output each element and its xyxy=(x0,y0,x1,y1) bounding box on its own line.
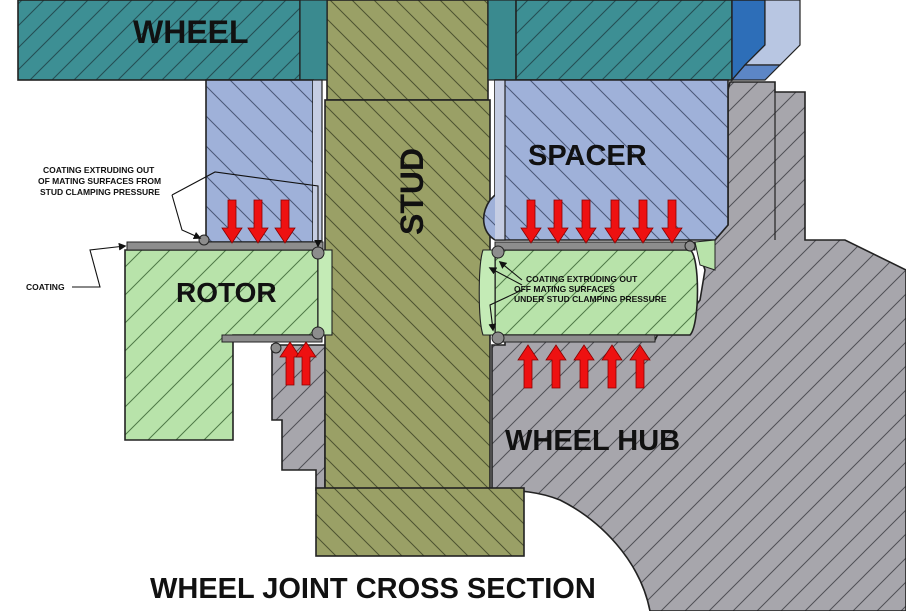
arrow-up xyxy=(601,344,623,389)
svg-text:COATING EXTRUDING OUT: COATING EXTRUDING OUT xyxy=(526,274,638,284)
svg-text:STUD CLAMPING PRESSURE: STUD CLAMPING PRESSURE xyxy=(40,187,160,197)
note-right: COATING EXTRUDING OUT OFF MATING SURFACE… xyxy=(514,274,667,304)
arrow-down xyxy=(632,199,654,244)
wheel-hub xyxy=(271,81,906,611)
note-left: COATING EXTRUDING OUT OF MATING SURFACES… xyxy=(38,165,161,197)
rotor xyxy=(124,249,699,441)
arrow-down xyxy=(274,199,296,244)
wheel xyxy=(17,0,801,82)
spacer-right xyxy=(482,79,729,241)
clamping-arrows xyxy=(221,199,683,389)
svg-text:OF MATING SURFACES FROM: OF MATING SURFACES FROM xyxy=(38,176,161,186)
wheel-hub-label: WHEEL HUB xyxy=(505,425,680,457)
arrow-down xyxy=(221,199,243,244)
rotor-label: ROTOR xyxy=(176,277,277,308)
arrow-down xyxy=(247,199,269,244)
stud-label: STUD xyxy=(394,148,430,235)
leader-lines xyxy=(72,171,523,332)
stud xyxy=(315,0,525,557)
svg-text:OFF MATING SURFACES: OFF MATING SURFACES xyxy=(514,284,615,294)
arrow-up xyxy=(517,344,539,389)
arrow-down xyxy=(604,199,626,244)
svg-text:UNDER STUD CLAMPING PRESSURE: UNDER STUD CLAMPING PRESSURE xyxy=(514,294,667,304)
arrow-down xyxy=(520,199,542,244)
arrow-down xyxy=(575,199,597,244)
svg-text:COATING EXTRUDING OUT: COATING EXTRUDING OUT xyxy=(43,165,155,175)
wheel-label: WHEEL xyxy=(133,14,249,50)
arrow-down xyxy=(661,199,683,244)
arrow-up xyxy=(545,344,567,389)
arrow-up xyxy=(279,341,301,386)
spacer-left xyxy=(205,79,323,243)
arrow-down xyxy=(547,199,569,244)
spacer-label: SPACER xyxy=(528,140,647,172)
arrow-up xyxy=(629,344,651,389)
arrow-up xyxy=(295,341,317,386)
coating-label: COATING xyxy=(26,282,65,292)
coating-layers xyxy=(126,234,716,354)
arrow-up xyxy=(573,344,595,389)
diagram-title: WHEEL JOINT CROSS SECTION xyxy=(150,573,596,605)
